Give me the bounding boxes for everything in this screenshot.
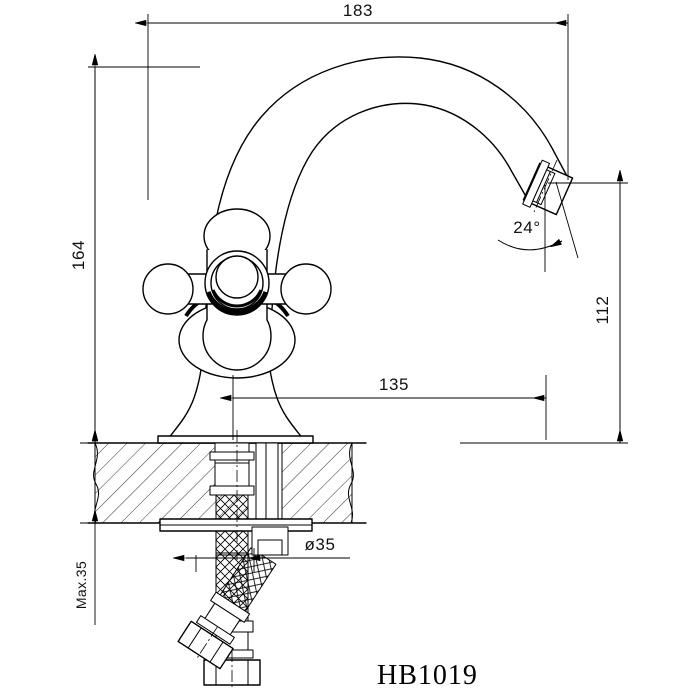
dimension-183-label: 183 xyxy=(343,1,373,20)
part-number-label: HB1019 xyxy=(377,660,478,691)
dimension-max-35: Max.35 xyxy=(73,443,160,625)
dimension-diameter-35: ø35 xyxy=(186,535,350,572)
dimension-164: 164 xyxy=(69,67,200,444)
dimension-112-label: 112 xyxy=(593,296,612,325)
dimension-112: 112 xyxy=(460,183,628,444)
dimension-diameter-35-label: ø35 xyxy=(304,535,335,554)
outlet-centerline xyxy=(533,159,558,213)
dimension-24-degrees: 24° xyxy=(497,181,579,272)
dimension-24-degrees-label: 24° xyxy=(513,218,541,237)
dimension-183: 183 xyxy=(148,1,569,200)
dimension-164-label: 164 xyxy=(69,240,88,270)
dimension-135-label: 135 xyxy=(379,375,409,394)
aerator-outlet xyxy=(522,159,574,216)
dimension-135: 135 xyxy=(233,375,547,440)
dimension-max-35-label: Max.35 xyxy=(73,561,89,609)
supply-hoses xyxy=(177,526,289,688)
cross-handle-assembly xyxy=(142,208,332,379)
